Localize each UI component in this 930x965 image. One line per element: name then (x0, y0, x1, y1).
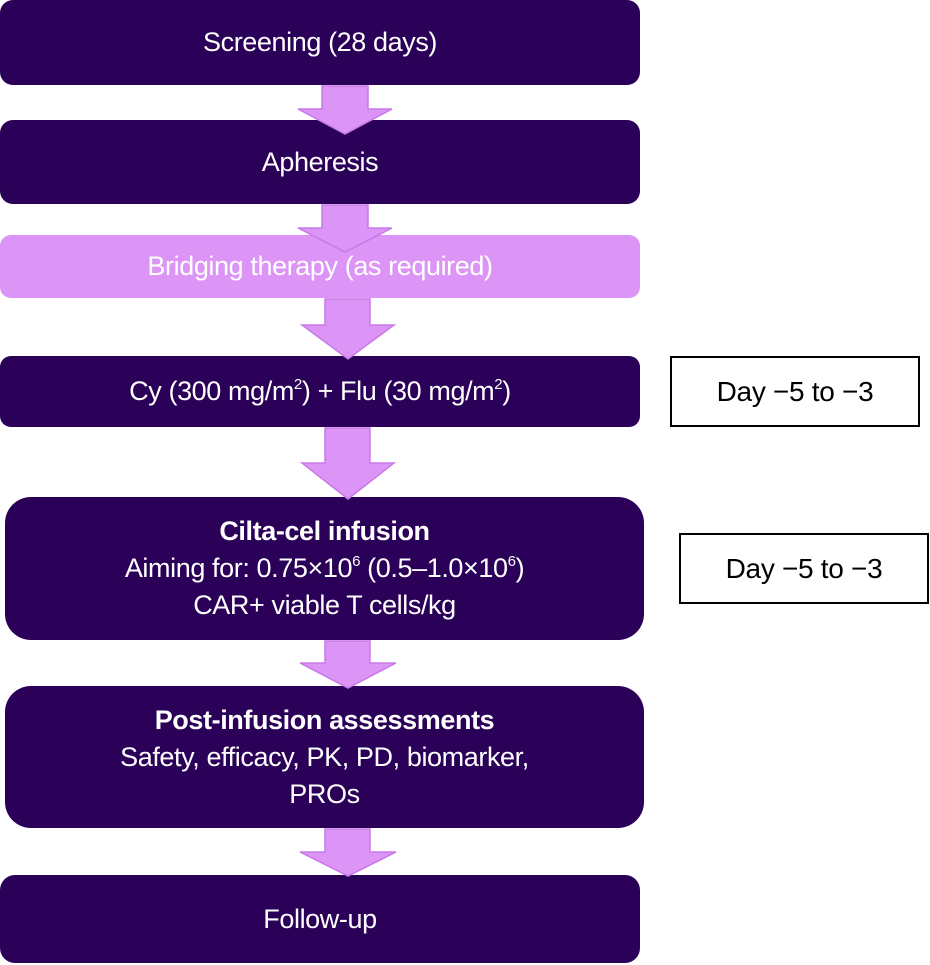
step-post-infusion-line3: PROs (289, 778, 360, 809)
step-conditioning-label: Cy (300 mg/m2) + Flu (30 mg/m2) (129, 376, 511, 406)
step-infusion-title: Cilta-cel infusion (219, 516, 430, 546)
step-follow-up-label: Follow-up (263, 903, 377, 934)
down-arrow-icon (297, 85, 393, 135)
down-arrow-icon (299, 640, 397, 689)
step-apheresis-label: Apheresis (261, 146, 379, 177)
step-cilta-cel-infusion: Cilta-cel infusion Aiming for: 0.75×106 … (5, 497, 644, 640)
down-arrow-icon (297, 204, 393, 253)
down-arrow-icon (299, 298, 397, 360)
step-bridging-therapy: Bridging therapy (as required) (0, 235, 640, 298)
down-arrow-icon (299, 828, 397, 877)
step-post-infusion-line2: Safety, efficacy, PK, PD, biomarker, (120, 741, 529, 772)
day-label-infusion: Day −5 to −3 (679, 533, 929, 604)
step-post-infusion-title: Post-infusion assessments (154, 704, 495, 735)
step-post-infusion-assessments: Post-infusion assessments Safety, effica… (5, 686, 644, 828)
step-infusion-units: CAR+ viable T cells/kg (193, 590, 456, 620)
step-screening: Screening (28 days) (0, 0, 640, 85)
day-label-conditioning: Day −5 to −3 (670, 356, 920, 427)
step-infusion-dose: Aiming for: 0.75×106 (0.5–1.0×106) (124, 553, 525, 583)
down-arrow-icon (299, 427, 397, 500)
step-bridging-label: Bridging therapy (as required) (147, 251, 493, 281)
step-apheresis: Apheresis (0, 120, 640, 204)
step-follow-up: Follow-up (0, 875, 640, 963)
step-conditioning: Cy (300 mg/m2) + Flu (30 mg/m2) (0, 356, 640, 427)
step-screening-label: Screening (28 days) (202, 27, 438, 57)
